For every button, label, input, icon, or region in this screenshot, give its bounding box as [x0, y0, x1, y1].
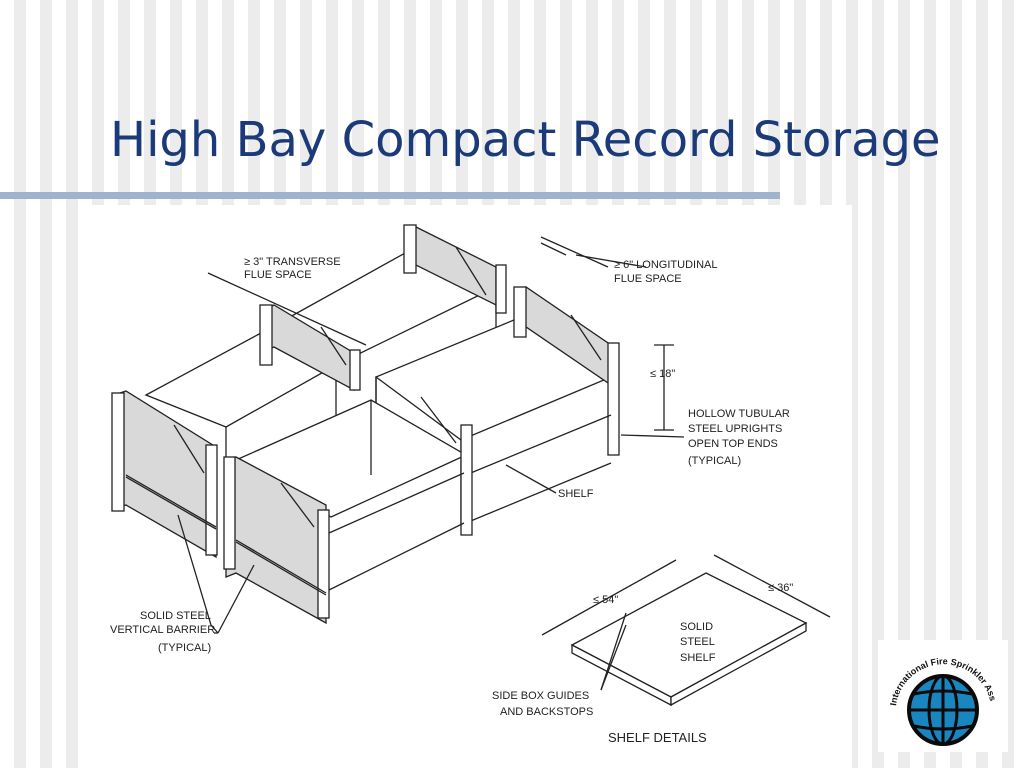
front-back-upright — [223, 456, 236, 570]
solid-shelf-label-1: SOLID — [680, 621, 713, 633]
transverse-flue-label-1: ≥ 3" TRANSVERSE — [244, 256, 341, 268]
title-underline — [0, 192, 780, 199]
shelf-spacing-label: ≤ 18" — [650, 368, 675, 380]
left-front-upright — [205, 444, 218, 556]
longitudinal-flue-label-1: ≥ 6" LONGITUDINAL — [614, 259, 717, 271]
uprights-label-4: (TYPICAL) — [688, 455, 741, 467]
shelf-depth-label: ≤ 36" — [768, 582, 793, 594]
box-guides-label-2: AND BACKSTOPS — [500, 706, 593, 718]
barrier-label-2: VERTICAL BARRIER — [110, 624, 215, 636]
right-front-upright — [607, 342, 620, 456]
storage-diagram-drawing: ≥ 3" TRANSVERSE FLUE SPACE ≥ 6" LONGITUD… — [110, 224, 831, 745]
box-guides-label-1: SIDE BOX GUIDES — [492, 690, 589, 702]
solid-shelf-label-2: STEEL — [680, 636, 715, 648]
uprights-label-3: OPEN TOP ENDS — [688, 438, 778, 450]
shelf-label: SHELF — [558, 488, 594, 500]
ifsa-logo: International Fire Sprinkler Association… — [875, 632, 1008, 752]
front-front-upright — [317, 509, 330, 619]
shelf-length-label: ≤ 54" — [593, 594, 618, 606]
left-back-upright — [111, 392, 125, 512]
transverse-flue-label-2: FLUE SPACE — [244, 269, 312, 281]
uprights-label-2: STEEL UPRIGHTS — [688, 423, 782, 435]
shelf-details-caption: SHELF DETAILS — [608, 730, 707, 745]
front-barrier-panel — [225, 456, 327, 625]
barrier-label-1: SOLID STEEL — [140, 610, 211, 622]
longitudinal-flue-label-2: FLUE SPACE — [614, 273, 682, 285]
globe-icon: International Fire Sprinkler Association… — [875, 632, 998, 746]
barrier-label-3: (TYPICAL) — [158, 642, 211, 654]
storage-diagram: ≥ 3" TRANSVERSE FLUE SPACE ≥ 6" LONGITUD… — [86, 205, 852, 768]
slide-title: High Bay Compact Record Storage — [110, 112, 941, 168]
solid-shelf-label-3: SHELF — [680, 652, 716, 664]
center-upright — [460, 424, 473, 536]
uprights-label-1: HOLLOW TUBULAR — [688, 408, 790, 420]
